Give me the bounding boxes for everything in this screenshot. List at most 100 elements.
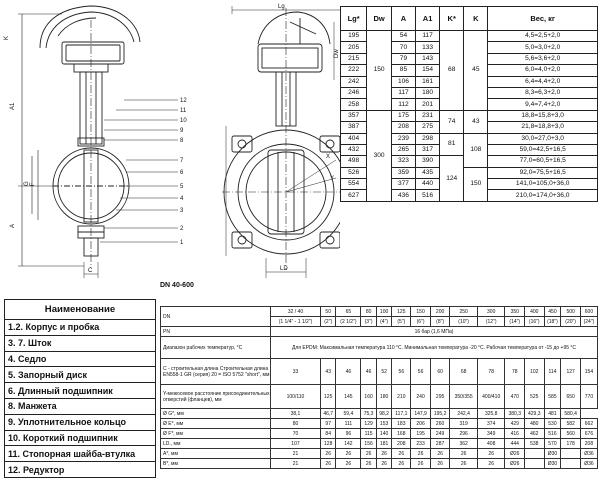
table-cell: 580,4 (560, 408, 581, 419)
table-cell: 526 (339, 166, 368, 180)
table-cell: 323 (390, 155, 417, 168)
list-item: 1.2. Корпус и пробка (4, 319, 156, 336)
table-cell: 470 (504, 384, 525, 409)
drawing-caption: DN 40-600 (160, 282, 194, 289)
table-row: С - строительная длина Строительная длин… (160, 358, 599, 385)
table-cell: 662 (579, 418, 599, 429)
table-cell: 26 (410, 458, 431, 469)
part-num-12: 12 (180, 98, 187, 104)
part-name: 8. Манжета (4, 397, 156, 415)
table-cell: 450 (543, 306, 562, 317)
table-cell: 359 (390, 166, 417, 180)
table-cell: 530 (543, 418, 562, 429)
table-cell: 287 (429, 438, 451, 449)
table-cell: 26 (335, 458, 362, 469)
table-cell: 56 (410, 358, 431, 385)
table-cell: 74 (439, 109, 465, 134)
part-name: 6. Длинный подшипник (4, 382, 156, 399)
part-name: 4. Седло (4, 350, 156, 368)
table-cell: 75,3 (360, 408, 377, 419)
table-cell: 26 (375, 458, 393, 469)
table-cell: 298 (415, 132, 441, 145)
table-cell: 362 (449, 438, 478, 449)
row-label: PN (160, 326, 271, 337)
table-cell: 153 (375, 418, 393, 429)
table-cell: 140 (375, 428, 393, 439)
table-cell: 26 (391, 458, 412, 469)
table-cell: 26 (476, 448, 506, 459)
dim-label-a: A (10, 224, 16, 228)
table-cell: 21,8=18,8+3,0 (487, 121, 598, 134)
table-cell: 183 (391, 418, 412, 429)
table-cell: 429,3 (524, 408, 545, 419)
table-cell: 46 (360, 358, 377, 385)
table-cell: 161 (415, 75, 441, 88)
table-cell: 43 (463, 109, 489, 134)
table-cell: 195 (410, 428, 431, 439)
table-cell: 18,8=15,8+3,0 (487, 109, 598, 123)
table-cell (524, 458, 545, 469)
table-cell: 78 (476, 358, 506, 385)
table-cell: (12") (476, 316, 506, 327)
table-cell: 124 (439, 155, 465, 202)
table-cell: 404 (339, 132, 368, 145)
table-cell: 125 (319, 384, 337, 409)
table-cell: 300 (366, 109, 392, 202)
table-cell: 239 (390, 132, 417, 145)
table-cell (524, 448, 545, 459)
table-cell: 350/355 (449, 384, 478, 409)
table-cell: (10") (449, 316, 478, 327)
table-cell: 84 (319, 428, 337, 439)
list-item: 4. Седло (4, 350, 156, 368)
table-cell: 516 (543, 428, 562, 439)
table-cell: (1 1/4" - 1 1/2") (270, 316, 321, 327)
table-cell: 390 (415, 155, 441, 168)
table-cell: 147,9 (410, 408, 431, 419)
table-cell: 222 (339, 64, 368, 77)
table-cell: 208 (390, 121, 417, 134)
table-cell: 6,0=4,0+2,0 (487, 64, 598, 77)
table-cell: 444 (504, 438, 525, 449)
table-cell: 440 (415, 178, 441, 191)
dim-label-lg: Lg (278, 4, 285, 10)
part-num-5: 5 (180, 184, 184, 190)
table-cell: 133 (415, 41, 441, 54)
dim-label-x: X (326, 154, 330, 160)
table-cell: 60 (429, 358, 451, 385)
table-cell: 77,0=60,5+16,5 (487, 155, 598, 168)
table-cell: 50 (319, 306, 337, 317)
table-row: Y-межосевое расстояние присоединительных… (160, 384, 599, 409)
part-num-3: 3 (180, 208, 184, 214)
table-cell: 21 (270, 458, 321, 469)
table-cell: 215 (339, 52, 368, 66)
row-label: Ø G*, мм (160, 408, 271, 419)
table-cell: 201 (415, 98, 441, 111)
table-cell: (18") (543, 316, 562, 327)
table-cell: 97 (319, 418, 337, 429)
list-item: 9. Уплотнительное кольцо (4, 413, 156, 431)
table-cell: 8,3=6,3+2,0 (487, 86, 598, 100)
part-num-4: 4 (180, 196, 184, 202)
table-cell: 78 (504, 358, 525, 385)
table-cell: 111 (335, 418, 362, 429)
dim-label-k: K (4, 36, 10, 40)
table-cell: 180 (415, 86, 441, 100)
table-cell: 5,6=3,6+2,0 (487, 52, 598, 66)
table-cell: Ø30 (543, 458, 562, 469)
table-cell: 117,1 (391, 408, 412, 419)
table-cell: 377 (390, 178, 417, 191)
part-name: 12. Редуктор (4, 461, 156, 478)
list-item: 11. Стопорная шайба-втулка (4, 445, 156, 463)
pn-value: 16 бар (1,6 МПа) (270, 326, 598, 337)
table-cell: 43 (319, 358, 337, 385)
table-cell: 107 (270, 438, 321, 449)
row-label: B*, мм (160, 458, 271, 469)
